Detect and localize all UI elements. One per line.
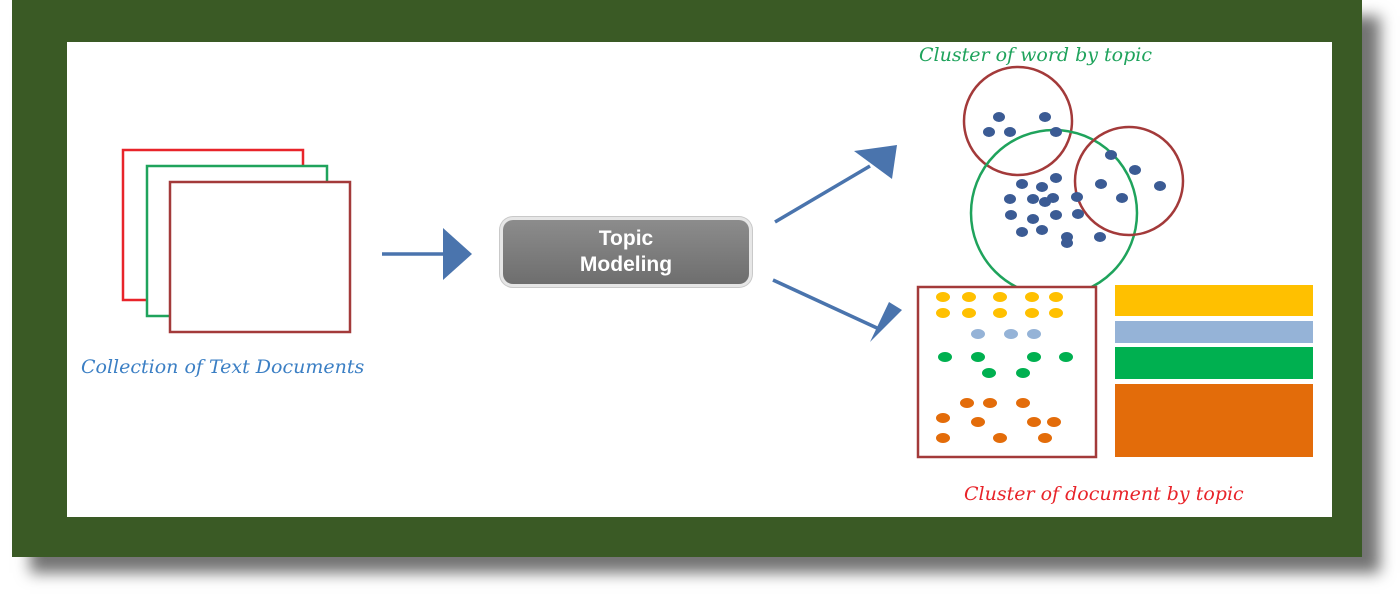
- document-page-dark-red: [168, 180, 352, 334]
- word-dots: [983, 112, 1166, 248]
- arrow-to-document-clusters: [772, 278, 902, 342]
- topic-box-line2: Modeling: [579, 253, 673, 276]
- topic-modeling-box: Topic Modeling: [503, 220, 749, 284]
- word-clusters-label: Cluster of word by topic: [919, 44, 1152, 66]
- arrow-to-topic-modeling: [382, 228, 472, 280]
- diagram-graphics: [121, 65, 1313, 459]
- diagram-frame: Topic Modeling Collection of Text Docume…: [12, 0, 1362, 557]
- yellow-dots: [936, 292, 1063, 318]
- topic-bar-light-blue: [1115, 321, 1313, 343]
- word-clusters: [962, 65, 1185, 298]
- document-clusters-label: Cluster of document by topic: [964, 483, 1244, 505]
- topic-bar-orange: [1115, 384, 1313, 457]
- document-stack: [121, 148, 352, 334]
- topic-circle-right: [1073, 125, 1185, 237]
- documents-label: Collection of Text Documents: [81, 356, 365, 378]
- topic-bar-yellow: [1115, 285, 1313, 316]
- topic-box-line1: Topic: [598, 227, 654, 250]
- arrow-to-word-clusters: [774, 145, 897, 224]
- diagram-canvas: Topic Modeling Collection of Text Docume…: [67, 42, 1332, 517]
- orange-dots: [936, 398, 1061, 443]
- green-dots: [938, 352, 1073, 378]
- light-blue-dots: [971, 329, 1041, 339]
- topic-circle-top: [962, 65, 1074, 177]
- topic-bar-green: [1115, 347, 1313, 379]
- document-clusters: [916, 285, 1313, 459]
